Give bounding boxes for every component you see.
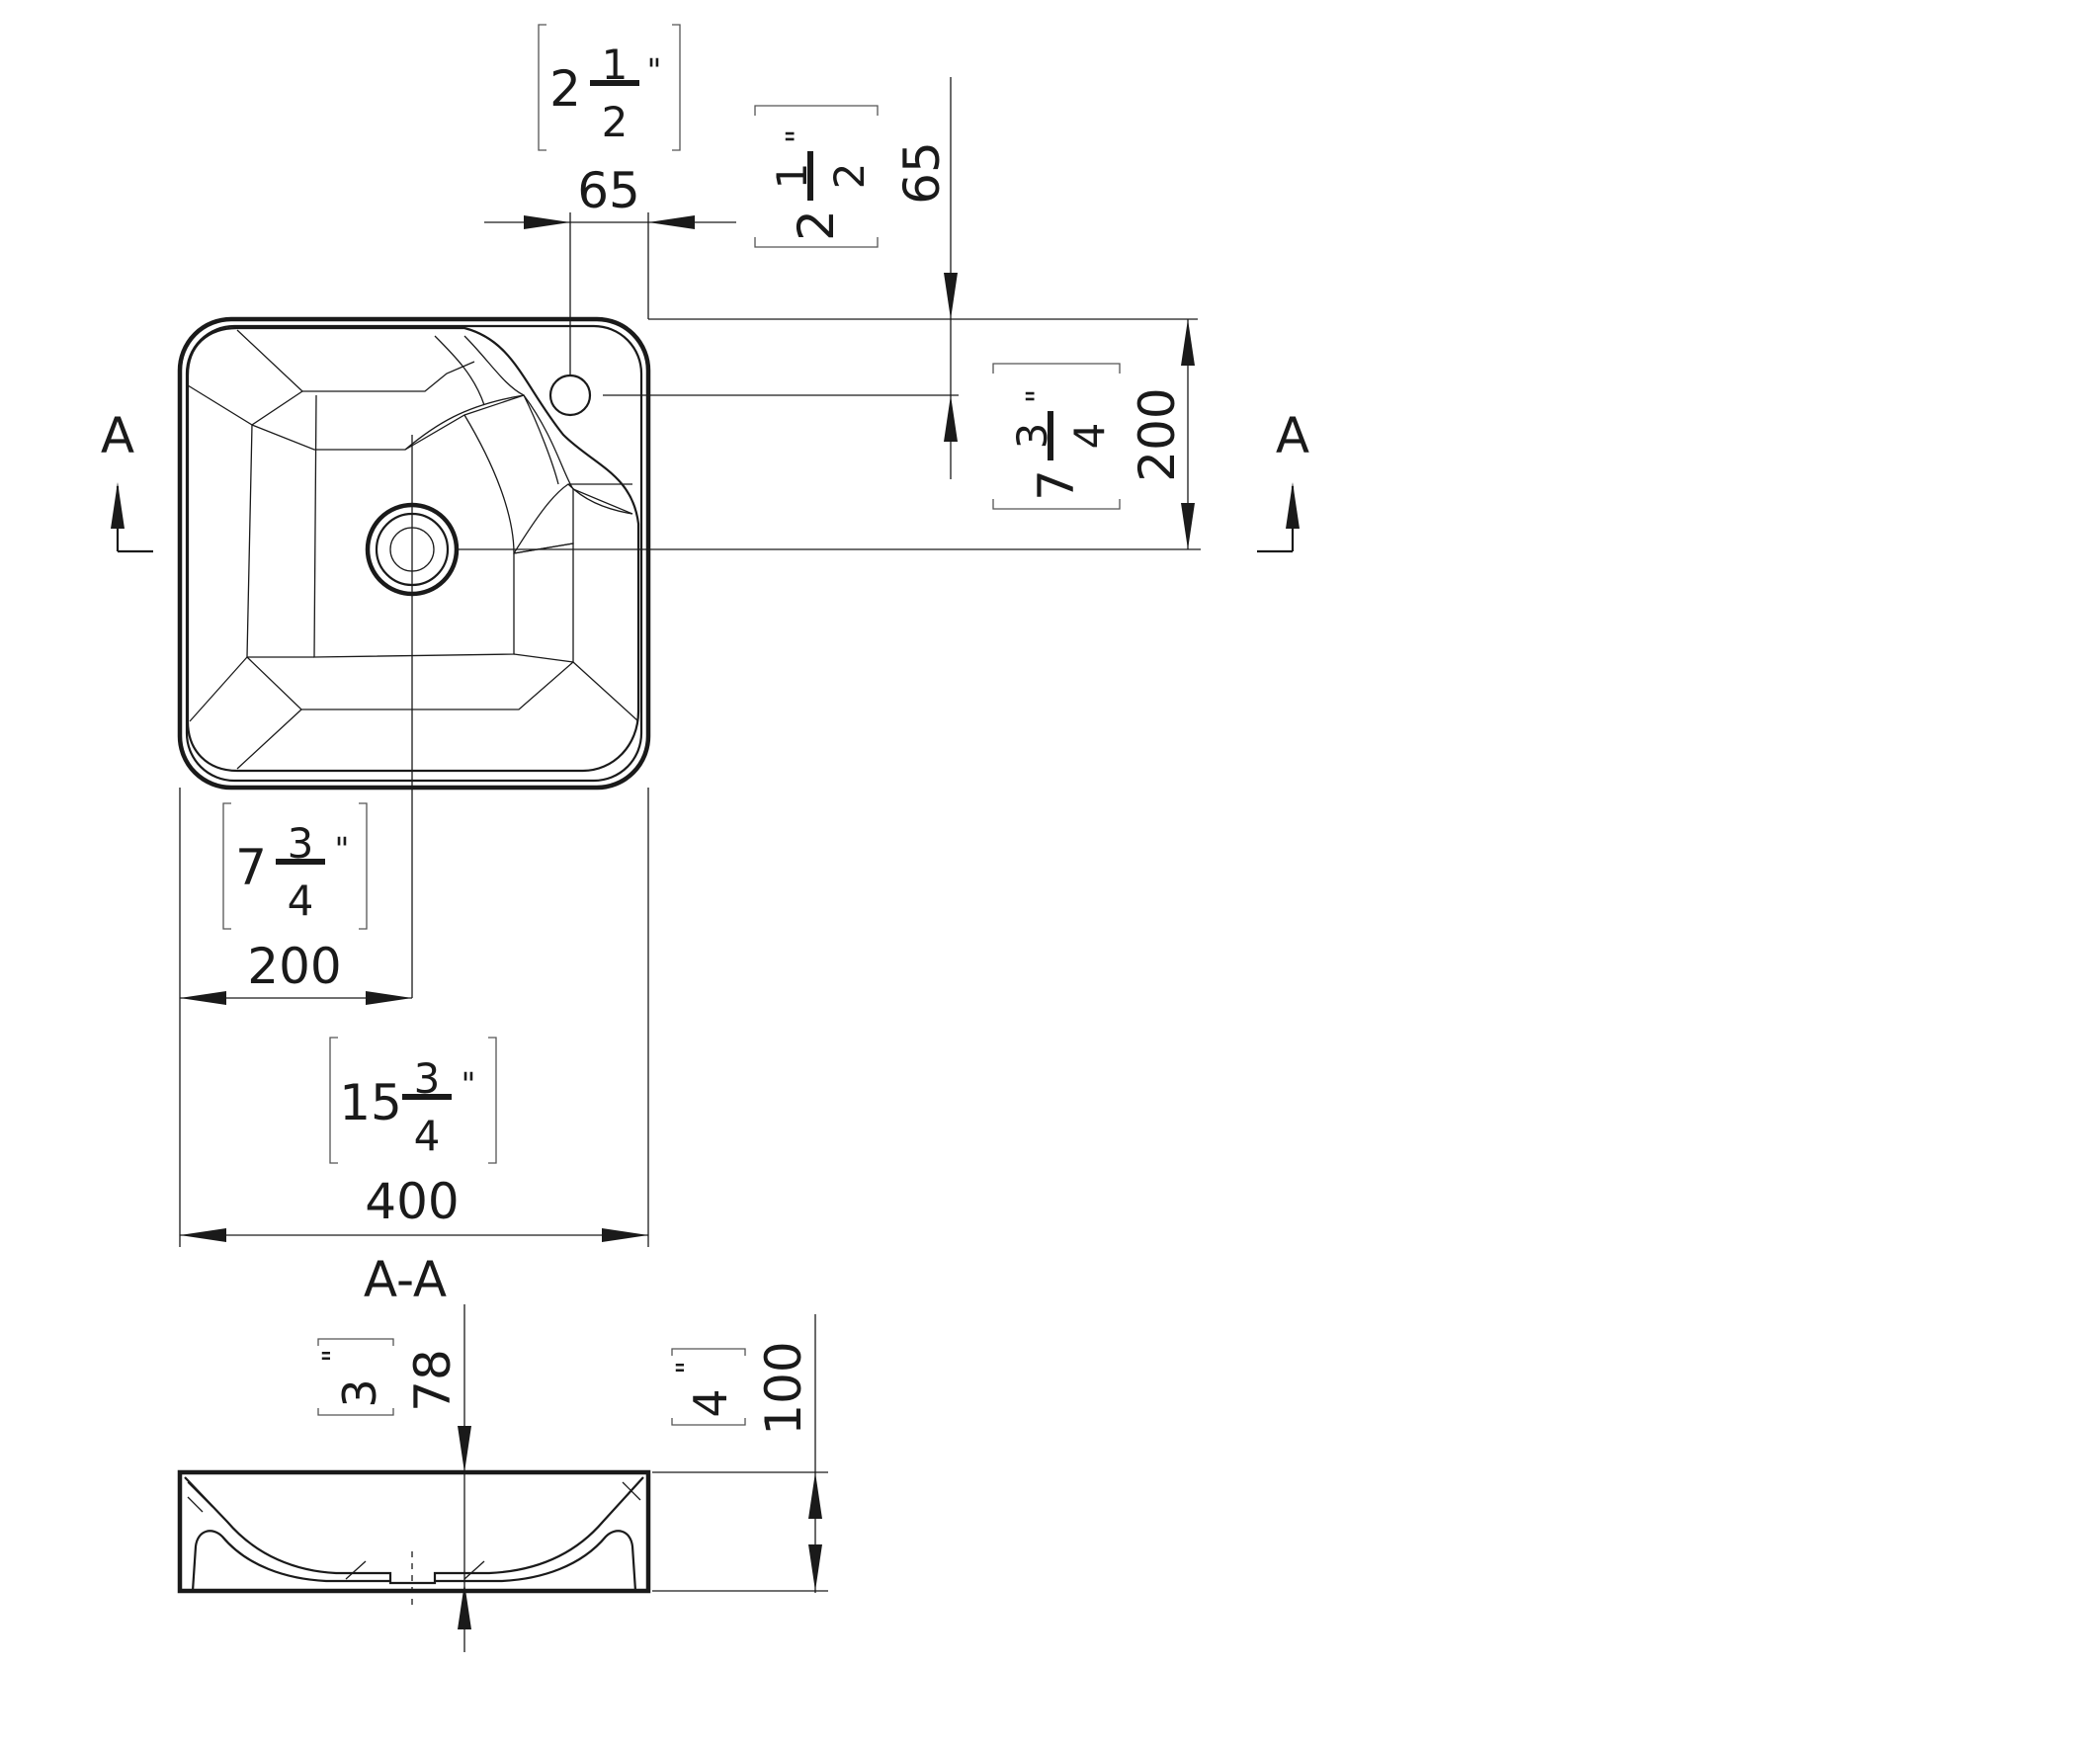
overall-width-in-whole: 15 <box>339 1074 402 1131</box>
tap-offset-y-in-den: 2 <box>825 163 874 190</box>
tap-offset-y-in-whole: 2 <box>788 209 845 241</box>
half-depth-inch-mark: " <box>1019 389 1056 404</box>
dim-overall-width: 400 15 3 4 " <box>180 788 649 1247</box>
bracket-half-depth-in: 7 3 4 " <box>992 363 1121 510</box>
half-depth-in-whole: 7 <box>1028 469 1085 501</box>
dim-overall-width-mm: 400 <box>365 1173 459 1230</box>
dim-tap-offset-x-mm: 65 <box>577 162 640 219</box>
dim-tap-offset-x: 65 2 1 2 " <box>484 24 736 375</box>
dim-overall-height: 100 4 " <box>652 1314 828 1593</box>
section-title: A-A <box>364 1251 447 1308</box>
drain-depth-inch-mark: " <box>317 1349 352 1363</box>
dim-tap-offset-y-mm: 65 <box>893 141 951 205</box>
half-width-in-whole: 7 <box>235 839 267 896</box>
bracket-overall-height-in: 4 " <box>671 1348 746 1426</box>
dim-half-width-mm: 200 <box>247 938 341 995</box>
half-width-in-den: 4 <box>288 876 314 925</box>
tap-offset-x-inch-mark: " <box>647 51 662 89</box>
dim-tap-offset-y: 65 2 1 2 " <box>648 77 1198 479</box>
section-marker-left: A <box>101 407 153 553</box>
overall-width-inch-mark: " <box>462 1065 476 1103</box>
overall-height-inch-mark: " <box>671 1361 706 1375</box>
section-marker-right: A <box>1257 407 1309 553</box>
basin-section-view <box>177 1469 651 1611</box>
half-depth-in-den: 4 <box>1065 423 1114 450</box>
basin-top-view <box>177 316 1201 998</box>
bracket-half-width-in: 7 3 4 " <box>222 802 368 930</box>
overall-width-in-den: 4 <box>414 1112 441 1160</box>
bracket-drain-depth-in: 3 " <box>317 1338 394 1416</box>
dim-drain-depth: 78 3 " <box>317 1304 471 1652</box>
bracket-tap-offset-y-in: 2 1 2 " <box>754 105 879 248</box>
bracket-tap-offset-x-in: 2 1 2 " <box>538 24 681 151</box>
dim-overall-height-mm: 100 <box>755 1341 812 1435</box>
tap-offset-y-inch-mark: " <box>779 129 816 144</box>
section-marker-right-label: A <box>1276 407 1309 464</box>
drain-depth-in: 3 <box>333 1378 386 1407</box>
dim-half-depth: 200 7 3 4 " <box>992 319 1195 549</box>
section-marker-left-label: A <box>101 407 134 464</box>
tap-offset-x-in-whole: 2 <box>549 60 581 118</box>
tap-offset-x-in-den: 2 <box>602 98 629 146</box>
dim-half-width: 200 7 3 4 " <box>179 788 412 1247</box>
bracket-overall-width-in: 15 3 4 " <box>329 1037 497 1164</box>
dim-drain-depth-mm: 78 <box>404 1349 462 1412</box>
half-width-inch-mark: " <box>335 830 350 868</box>
dim-half-depth-mm: 200 <box>1129 387 1186 481</box>
overall-height-in: 4 <box>684 1388 737 1417</box>
